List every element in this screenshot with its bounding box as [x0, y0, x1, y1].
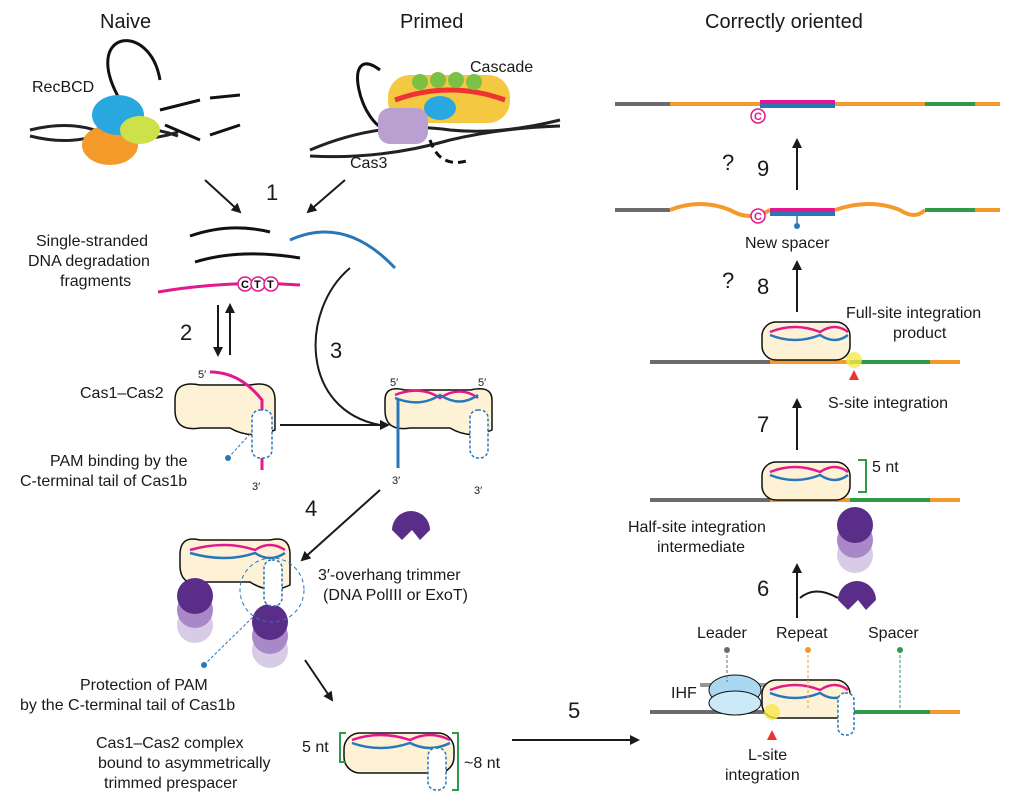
cas1cas2-label: Cas1–Cas2 — [80, 385, 164, 402]
new-spacer-dna — [615, 202, 1000, 229]
step-1: 1 — [266, 180, 278, 205]
s-site-label: S-site integration — [828, 395, 948, 412]
leader-label: Leader — [697, 625, 747, 642]
trimmer-label-1: 3′-overhang trimmer — [318, 567, 461, 584]
step-9: 9 — [757, 156, 769, 181]
header-primed: Primed — [400, 11, 463, 33]
protection-label-2: by the C-terminal tail of Cas1b — [20, 697, 235, 714]
prime5-right-b: 5′ — [478, 377, 486, 389]
step-2: 2 — [180, 320, 192, 345]
step6-curve — [799, 590, 839, 599]
ssdna-label-1: Single-stranded — [36, 233, 148, 250]
ctt-t2: T — [267, 279, 274, 291]
step4-arrow — [300, 489, 381, 562]
trimmer-icon-right — [838, 581, 876, 610]
cascade-complex — [309, 62, 561, 164]
cas1-cas2-complex-right — [384, 388, 493, 468]
pam-binding-label-1: PAM binding by the — [50, 453, 188, 470]
l-site-dna — [650, 647, 960, 740]
five-nt-label: 5 nt — [302, 739, 329, 756]
header-correctly-oriented: Correctly oriented — [705, 11, 863, 33]
prime5-left: 5′ — [198, 369, 206, 381]
protection-label-1: Protection of PAM — [80, 677, 208, 694]
prime5-right-a: 5′ — [390, 377, 398, 389]
step-3: 3 — [330, 338, 342, 363]
step1-arrow-left — [204, 179, 242, 214]
ctt-c: C — [241, 279, 249, 291]
protected-complex — [177, 538, 305, 668]
protection-dot — [201, 662, 207, 668]
cas1-cas2-complex-left — [174, 370, 276, 470]
ctt-tag-top: C T T — [237, 276, 279, 292]
recbcd-complex — [29, 39, 241, 165]
new-spacer-label: New spacer — [745, 235, 830, 252]
full-site-label-2: product — [893, 325, 947, 342]
trimmer-label-2: (DNA PolIII or ExoT) — [323, 587, 468, 604]
prime3-left: 3′ — [252, 481, 260, 493]
half-site-label-1: Half-site integration — [628, 519, 766, 536]
question-8: ? — [722, 268, 734, 293]
l-site-label-2: integration — [725, 767, 800, 784]
five-nt-label-b: 5 nt — [872, 459, 899, 476]
step-6: 6 — [757, 576, 769, 601]
recbcd-label: RecBCD — [32, 79, 94, 96]
full-site-label-1: Full-site integration — [846, 305, 981, 322]
c-mark-middle: C — [754, 211, 762, 223]
trimmed-complex — [339, 732, 459, 791]
step3-curve — [314, 267, 381, 426]
complex-label-2: bound to asymmetrically — [98, 755, 271, 772]
l-site-label-1: L-site — [748, 747, 787, 764]
ihf-label: IHF — [671, 685, 697, 702]
spacer-label: Spacer — [868, 625, 919, 642]
complex-label-3: trimmed prespacer — [104, 775, 238, 792]
prime3-right-a: 3′ — [392, 475, 400, 487]
half-site-dna — [650, 459, 960, 573]
protection-pointer — [203, 614, 256, 666]
protection-arrow — [304, 659, 334, 702]
full-site-dna — [650, 321, 960, 380]
ssdna-fragments — [157, 226, 397, 294]
prime3-right-b: 3′ — [474, 485, 482, 497]
ctt-t1: T — [254, 279, 261, 291]
ssdna-label-2: DNA degradation — [28, 253, 150, 270]
trimmer-icon — [392, 511, 430, 540]
c-mark-top: C — [754, 111, 762, 123]
step-4: 4 — [305, 496, 317, 521]
step-7: 7 — [757, 412, 769, 437]
ssdna-label-3: fragments — [60, 273, 131, 290]
step1-arrow-right — [306, 179, 346, 214]
half-site-label-2: intermediate — [657, 539, 745, 556]
cas3-label: Cas3 — [350, 155, 387, 172]
step-5: 5 — [568, 698, 580, 723]
pam-pointer — [227, 431, 253, 459]
complex-label-1: Cas1–Cas2 complex — [96, 735, 244, 752]
pam-dot — [225, 455, 231, 461]
pam-binding-label-2: C-terminal tail of Cas1b — [20, 473, 187, 490]
final-dna — [615, 100, 1000, 124]
cascade-label: Cascade — [470, 59, 533, 76]
question-9: ? — [722, 150, 734, 175]
step-8: 8 — [757, 274, 769, 299]
repeat-label: Repeat — [776, 625, 828, 642]
header-naive: Naive — [100, 11, 151, 33]
eight-nt-label: ~8 nt — [464, 755, 501, 772]
